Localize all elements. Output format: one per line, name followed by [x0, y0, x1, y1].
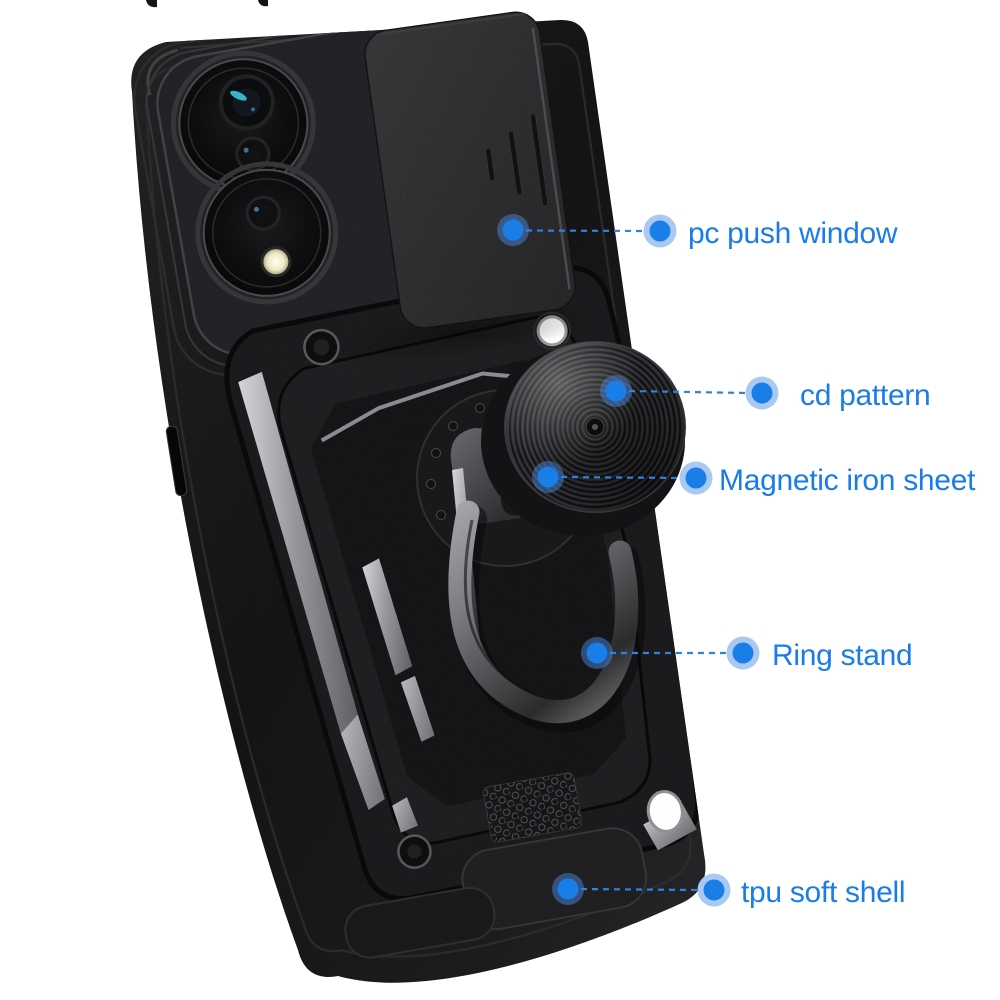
annotation-label: cd pattern — [800, 379, 930, 412]
slide-cover-grip-lines — [485, 113, 549, 207]
label-dot — [703, 879, 725, 901]
annotation-label: Ring stand — [772, 639, 912, 672]
side-button-slot — [165, 425, 188, 497]
annotation-cd-pattern: cd pattern — [600, 375, 931, 412]
anchor-dot — [586, 642, 608, 664]
label-dot — [732, 642, 754, 664]
anchor-dot — [605, 380, 627, 402]
annotation-pc-push-window: pc push window — [497, 214, 898, 250]
leader-line — [628, 389, 748, 395]
camera-slide-cover — [364, 11, 576, 329]
annotation-label: pc push window — [688, 217, 898, 250]
cover-edge-highlight — [376, 12, 525, 36]
annotation-ring-stand: Ring stand — [581, 636, 913, 672]
label-dot — [649, 220, 671, 242]
label-dot — [685, 467, 707, 489]
label-dot — [751, 382, 773, 404]
leader-line — [560, 475, 682, 480]
anchor-dot — [537, 466, 559, 488]
annotation-label: tpu soft shell — [741, 876, 905, 909]
annotation-magnetic-iron-sheet: Magnetic iron sheet — [532, 461, 976, 497]
anchor-dot — [502, 219, 524, 241]
anchor-dot — [557, 878, 579, 900]
leather-texture — [365, 12, 575, 328]
leader-line — [525, 229, 645, 233]
annotation-label: Magnetic iron sheet — [719, 464, 976, 497]
cropped-text-fragment — [146, 0, 268, 8]
ring-stand — [448, 500, 646, 733]
leader-line — [580, 887, 700, 892]
cover-edge-highlight — [531, 27, 571, 290]
annotation-tpu-soft-shell: tpu soft shell — [552, 873, 906, 909]
annotations: pc push window cd pattern Magnetic iron … — [497, 214, 976, 909]
